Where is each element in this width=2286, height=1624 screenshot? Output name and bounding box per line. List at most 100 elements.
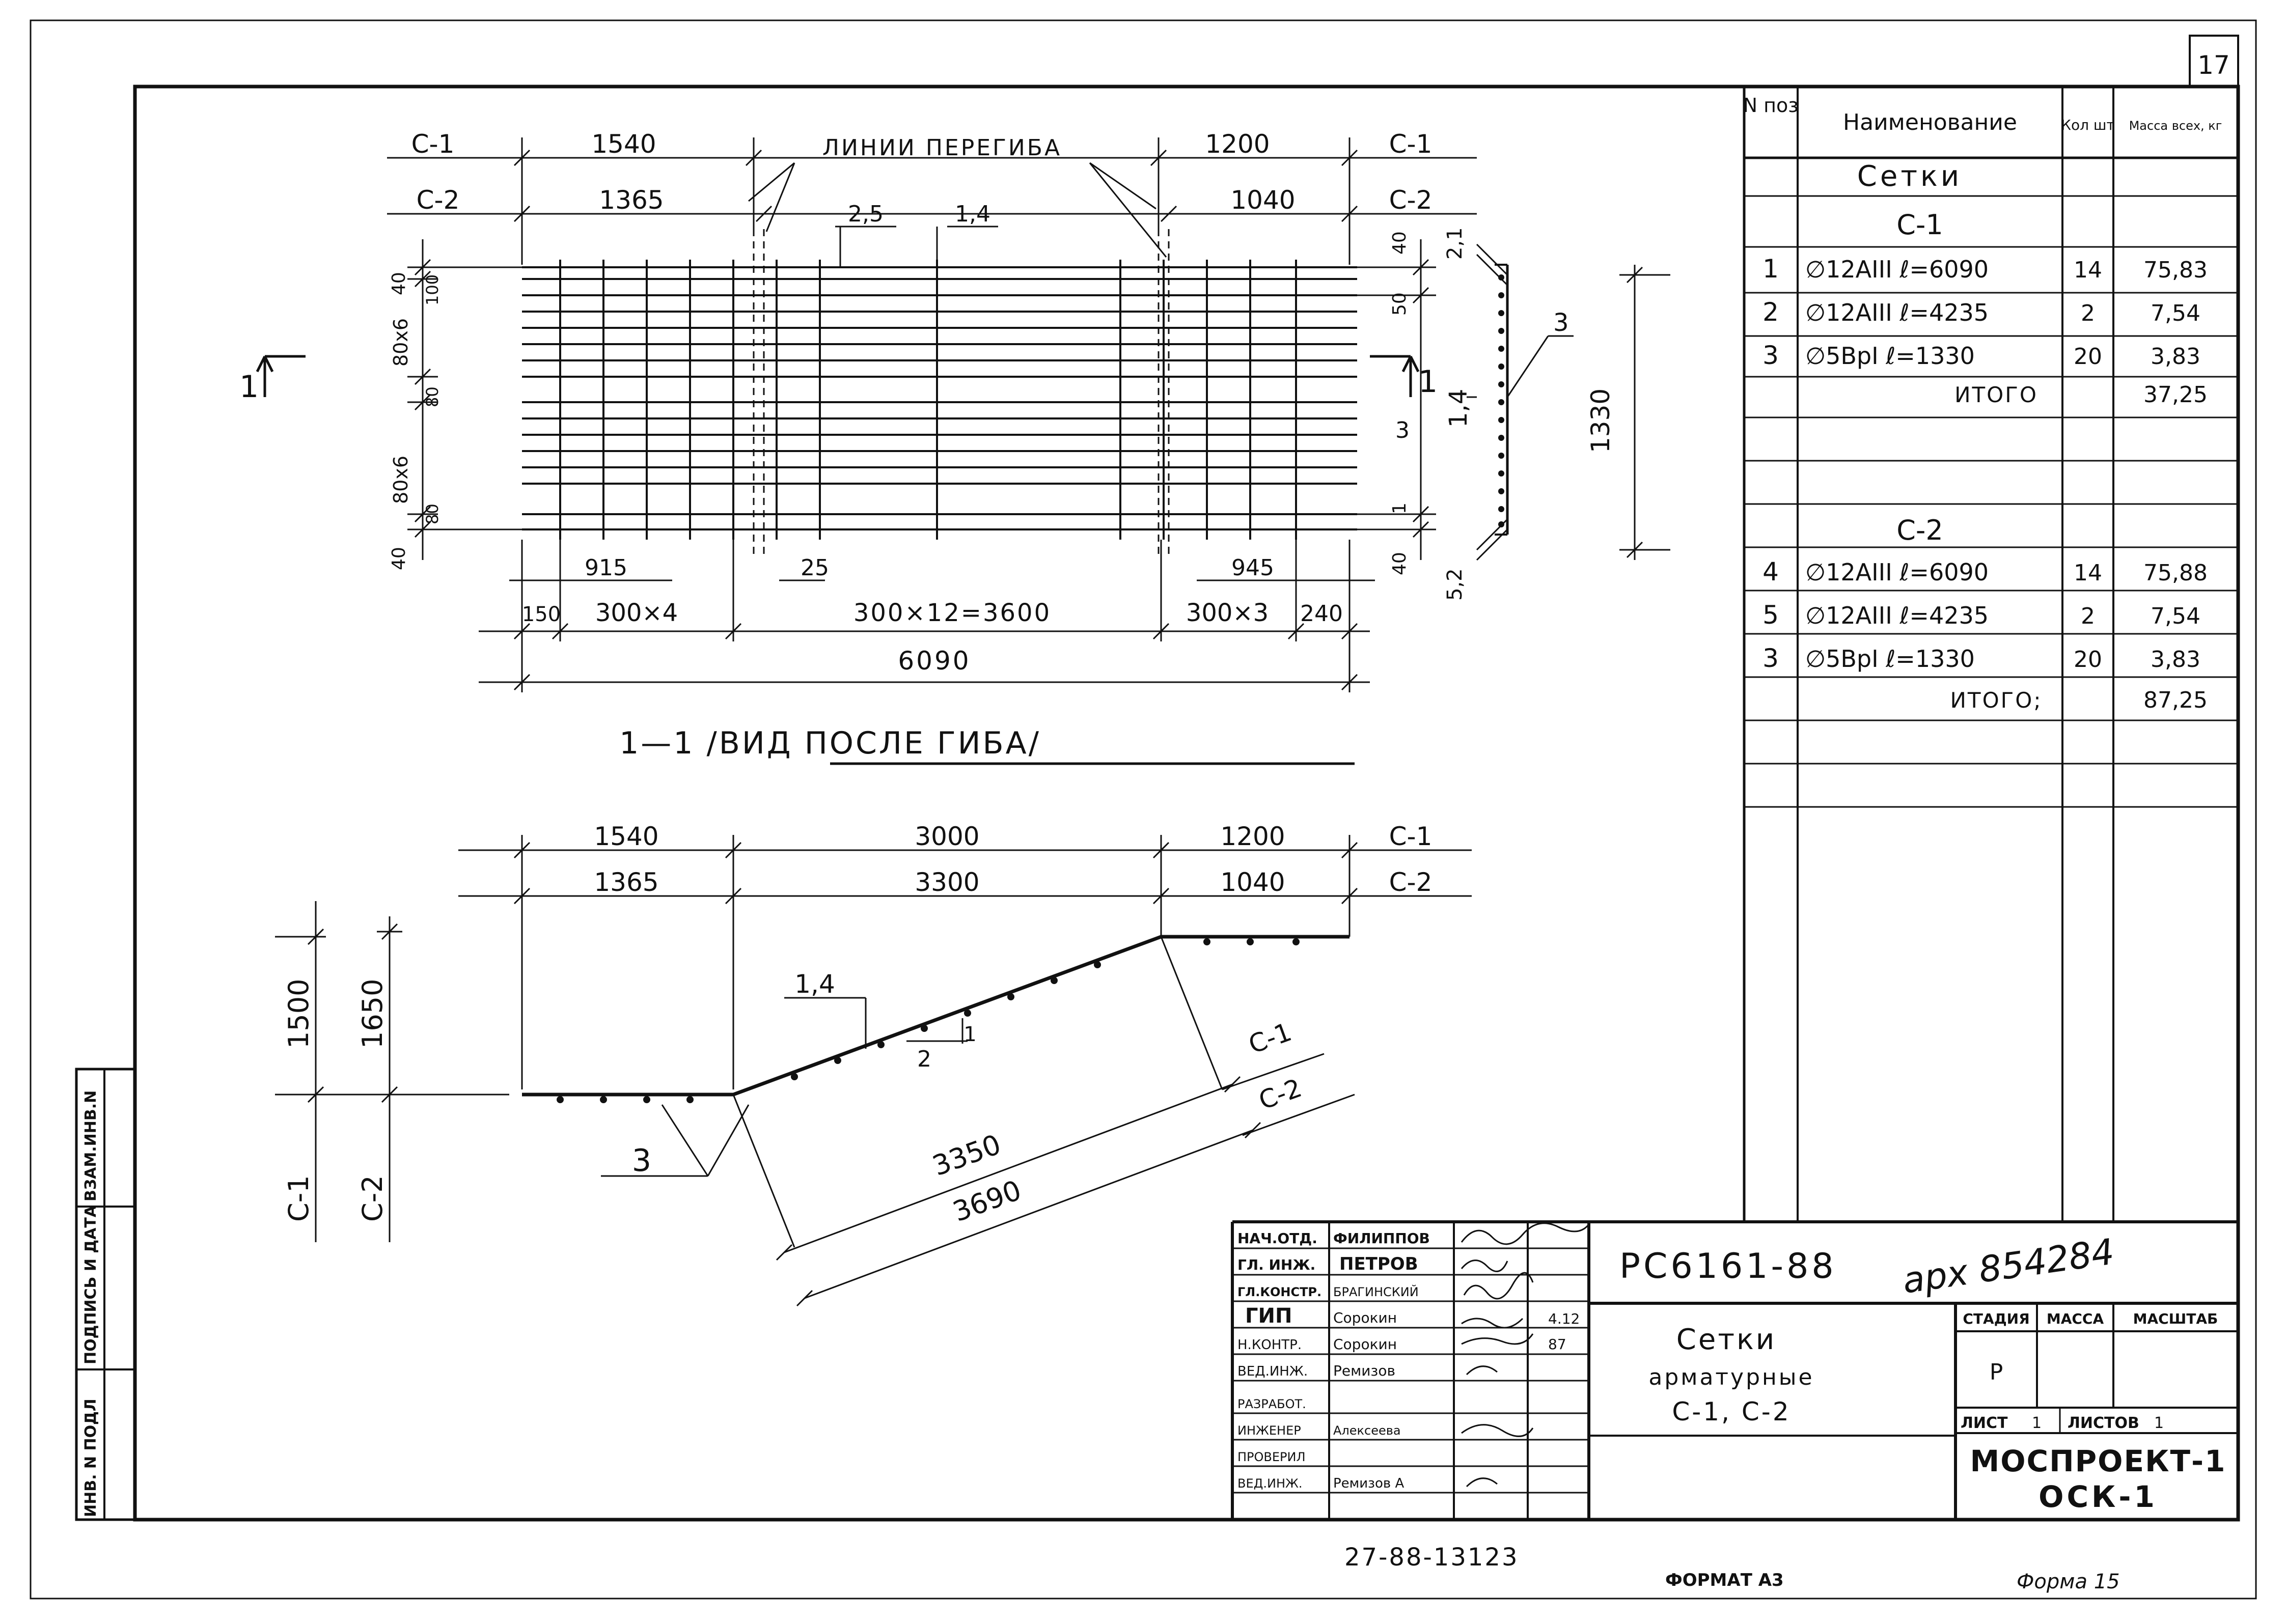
sec-label-c2: C-2 bbox=[1389, 867, 1433, 897]
sec-dim-1365: 1365 bbox=[594, 867, 658, 897]
right-dim-50: 50 bbox=[1389, 292, 1410, 316]
sheet-number-box: 17 bbox=[2189, 35, 2239, 88]
plan-c2-right: C-2 bbox=[1389, 185, 1433, 215]
side-height-1330: 1330 bbox=[1586, 388, 1615, 453]
left-dim-80-mid: 80 bbox=[423, 386, 442, 407]
sheet-number: 17 bbox=[2197, 50, 2230, 80]
footer-format: ФОРМАТ А3 bbox=[1665, 1570, 1784, 1590]
right-dim-40-bottom: 40 bbox=[1389, 552, 1410, 575]
spec-c2-row3-pos: 3 bbox=[1762, 643, 1779, 673]
side-mark-2-1: 2,1 bbox=[1443, 227, 1467, 260]
inner-frame bbox=[133, 85, 2240, 1522]
spec-c2-row3-qty: 20 bbox=[2074, 647, 2102, 673]
spec-table: N поз Наименование Кол шт Масса всех, кг… bbox=[1743, 87, 2238, 1222]
plan-c2-left-dim: 1365 bbox=[599, 185, 664, 215]
spec-c2-total: 87,25 bbox=[2143, 687, 2208, 713]
spec-c1-total-label: ИТОГО bbox=[1954, 382, 2038, 407]
bottom-dim-240: 240 bbox=[1300, 601, 1343, 627]
tb-role-4: Н.КОНТР. bbox=[1237, 1337, 1302, 1353]
plan-c2-left: C-2 bbox=[417, 185, 460, 215]
spec-c2-row1-name: ∅12АIII ℓ=6090 bbox=[1805, 558, 1989, 586]
tb-name-2: БРАГИНСКИЙ bbox=[1333, 1284, 1419, 1299]
plan-c2-right-dim: 1040 bbox=[1230, 185, 1295, 215]
tb-col-stage: СТАДИЯ bbox=[1963, 1310, 2029, 1327]
margin-label-sign: ПОДПИСЬ И ДАТА bbox=[82, 1205, 100, 1364]
sec-diag-c1: C-1 bbox=[1245, 1017, 1295, 1059]
left-dim-80x6-top: 80x6 bbox=[390, 318, 412, 367]
section-marker-right bbox=[1370, 355, 1420, 397]
spec-header-mass: Масса всех, кг bbox=[2129, 119, 2222, 133]
footer-number: 27-88-13123 bbox=[1344, 1543, 1519, 1572]
spec-c2-row3-name: ∅5ВрI ℓ=1330 bbox=[1805, 645, 1975, 673]
sec-dim-3300: 3300 bbox=[915, 867, 979, 897]
sec-left-c1: C-1 bbox=[283, 1175, 315, 1222]
spec-c1-row1-mass: 75,83 bbox=[2143, 257, 2208, 283]
spec-group-c1: C-1 bbox=[1896, 209, 1943, 241]
bottom-dim-300x3: 300×3 bbox=[1186, 599, 1269, 627]
top-dimension-lines bbox=[387, 137, 1477, 279]
left-dimension-chain bbox=[407, 239, 522, 560]
tb-role-5: ВЕД.ИНЖ. bbox=[1237, 1364, 1308, 1379]
bottom-dim-915: 915 bbox=[585, 555, 627, 581]
spec-c1-row3-pos: 3 bbox=[1762, 341, 1779, 370]
section-marker-right-label: 1 bbox=[1418, 364, 1438, 400]
sec-mark-1-4: 1,4 bbox=[794, 969, 835, 999]
section-texts: 1540 3000 1200 C-1 1365 3300 1040 C-2 15… bbox=[283, 822, 1432, 1228]
spec-group-c2: C-2 bbox=[1896, 514, 1943, 546]
sec-height-1650: 1650 bbox=[356, 979, 389, 1049]
sec-mark-3: 3 bbox=[632, 1143, 651, 1179]
side-mark-3: 3 bbox=[1553, 309, 1569, 337]
spec-c1-row1-pos: 1 bbox=[1762, 254, 1779, 284]
bottom-dim-25: 25 bbox=[801, 555, 829, 581]
tb-name-0: ФИЛИППОВ bbox=[1333, 1230, 1430, 1247]
spec-c2-row1-mass: 75,88 bbox=[2143, 560, 2208, 586]
sec-label-c1: C-1 bbox=[1389, 822, 1433, 851]
tb-doc-code: РС6161-88 bbox=[1619, 1246, 1837, 1286]
sec-dim-1540: 1540 bbox=[594, 822, 658, 851]
section-view bbox=[275, 835, 1472, 1307]
bottom-dim-945: 945 bbox=[1231, 555, 1274, 581]
bend-lines-label: ЛИНИИ ПЕРЕГИБА bbox=[822, 135, 1062, 161]
left-dim-100: 100 bbox=[423, 274, 442, 305]
section-marker-left-label: 1 bbox=[239, 369, 259, 405]
right-mark-3: 3 bbox=[1395, 417, 1410, 443]
tb-name-3: Сорокин bbox=[1333, 1309, 1397, 1326]
tb-name-1: ПЕТРОВ bbox=[1339, 1254, 1418, 1274]
footer: 27-88-13123 ФОРМАТ А3 Форма 15 bbox=[1344, 1543, 2120, 1593]
left-dim-40-bottom: 40 bbox=[389, 547, 409, 570]
bottom-dim-300x12: 300×12=3600 bbox=[853, 599, 1051, 627]
spec-c1-row2-mass: 7,54 bbox=[2151, 300, 2200, 326]
tb-sheet-label: ЛИСТ bbox=[1961, 1414, 2008, 1432]
tb-date-2: 87 bbox=[1548, 1336, 1566, 1353]
bottom-dimension-chain bbox=[479, 540, 1375, 692]
spec-c1-row3-name: ∅5ВрI ℓ=1330 bbox=[1805, 342, 1975, 370]
spec-header-pos: N поз bbox=[1743, 94, 1799, 117]
spec-c2-row1-pos: 4 bbox=[1762, 557, 1779, 586]
tb-title-line2: арматурные bbox=[1648, 1364, 1814, 1390]
section-marker-left bbox=[256, 355, 306, 397]
spec-c1-total: 37,25 bbox=[2143, 382, 2208, 408]
spec-c1-row3-mass: 3,83 bbox=[2151, 344, 2200, 370]
plan-c1-right: C-1 bbox=[1389, 129, 1433, 159]
longitudinal-bars bbox=[522, 266, 1357, 530]
tb-role-9: ВЕД.ИНЖ. bbox=[1237, 1476, 1303, 1491]
title-block: НАЧ.ОТД. ГЛ. ИНЖ. ГЛ.КОНСТР. ГИП Н.КОНТР… bbox=[1231, 1220, 2238, 1520]
sec-height-1500: 1500 bbox=[283, 979, 315, 1049]
section-title-text: 1—1 /ВИД ПОСЛЕ ГИБА/ bbox=[619, 725, 1041, 761]
spec-title: Сетки bbox=[1857, 160, 1962, 193]
tb-role-2: ГЛ.КОНСТР. bbox=[1237, 1285, 1321, 1299]
total-length-6090: 6090 bbox=[898, 646, 971, 676]
left-dim-80x6-bottom: 80x6 bbox=[390, 456, 412, 504]
tb-name-4: Сорокин bbox=[1333, 1336, 1397, 1353]
sec-left-c2: C-2 bbox=[356, 1175, 389, 1222]
tb-role-7: ИНЖЕНЕР bbox=[1237, 1423, 1301, 1438]
spec-header-qty: Кол шт bbox=[2061, 117, 2115, 133]
left-margin-stamp: ИНВ. N ПОДЛ ПОДПИСЬ И ДАТА ВЗАМ.ИНВ.N bbox=[75, 1068, 136, 1521]
right-dim-40-top: 40 bbox=[1389, 231, 1410, 255]
tb-role-0: НАЧ.ОТД. bbox=[1237, 1230, 1317, 1247]
plan-c1-right-dim: 1200 bbox=[1205, 129, 1270, 159]
spec-c2-row3-mass: 3,83 bbox=[2151, 647, 2200, 673]
spec-c1-row3-qty: 20 bbox=[2074, 344, 2102, 370]
right-dimension-chain bbox=[1357, 239, 1436, 560]
